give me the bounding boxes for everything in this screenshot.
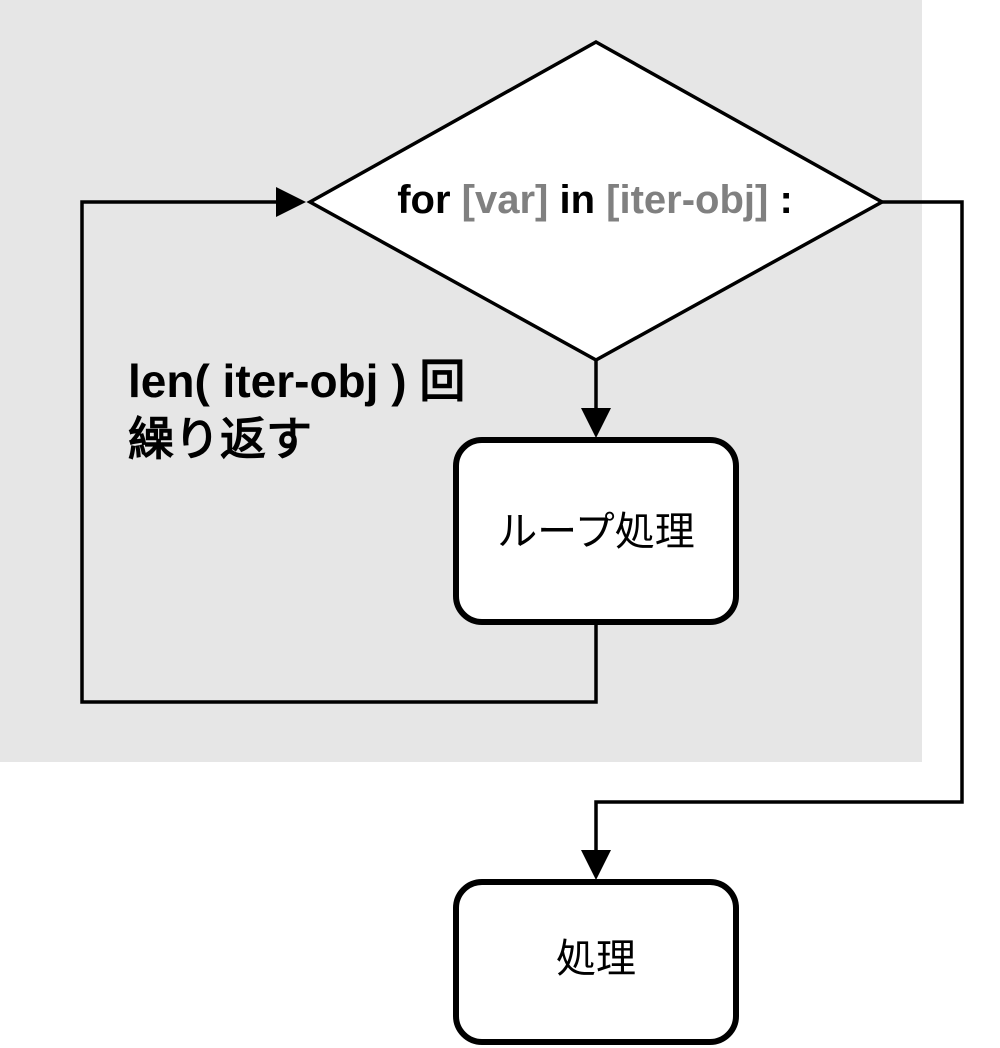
exit-line [594,200,964,858]
for-condition-text: for [var] in [iter-obj] : [300,176,890,224]
process-box [453,879,739,1045]
loop-process-label: ループ処理 [497,509,695,555]
arrowhead-exit [581,850,611,880]
placeholder-var: [var] [461,178,549,222]
loop-back-line [80,200,598,704]
keyword-in: in [548,178,607,222]
colon: : [768,178,793,222]
process-label: 処理 [556,936,636,982]
keyword-for: for [397,178,462,222]
arrowhead-loop-back [276,187,306,217]
arrowhead-to-loop-process [581,408,611,438]
loop-repeat-label: len( iter-obj ) 回 繰り返す [128,352,465,468]
loop-repeat-label-line2: 繰り返す [128,413,312,465]
loop-repeat-label-line1: len( iter-obj ) 回 [128,355,466,407]
placeholder-iter-obj: [iter-obj] [606,178,769,222]
